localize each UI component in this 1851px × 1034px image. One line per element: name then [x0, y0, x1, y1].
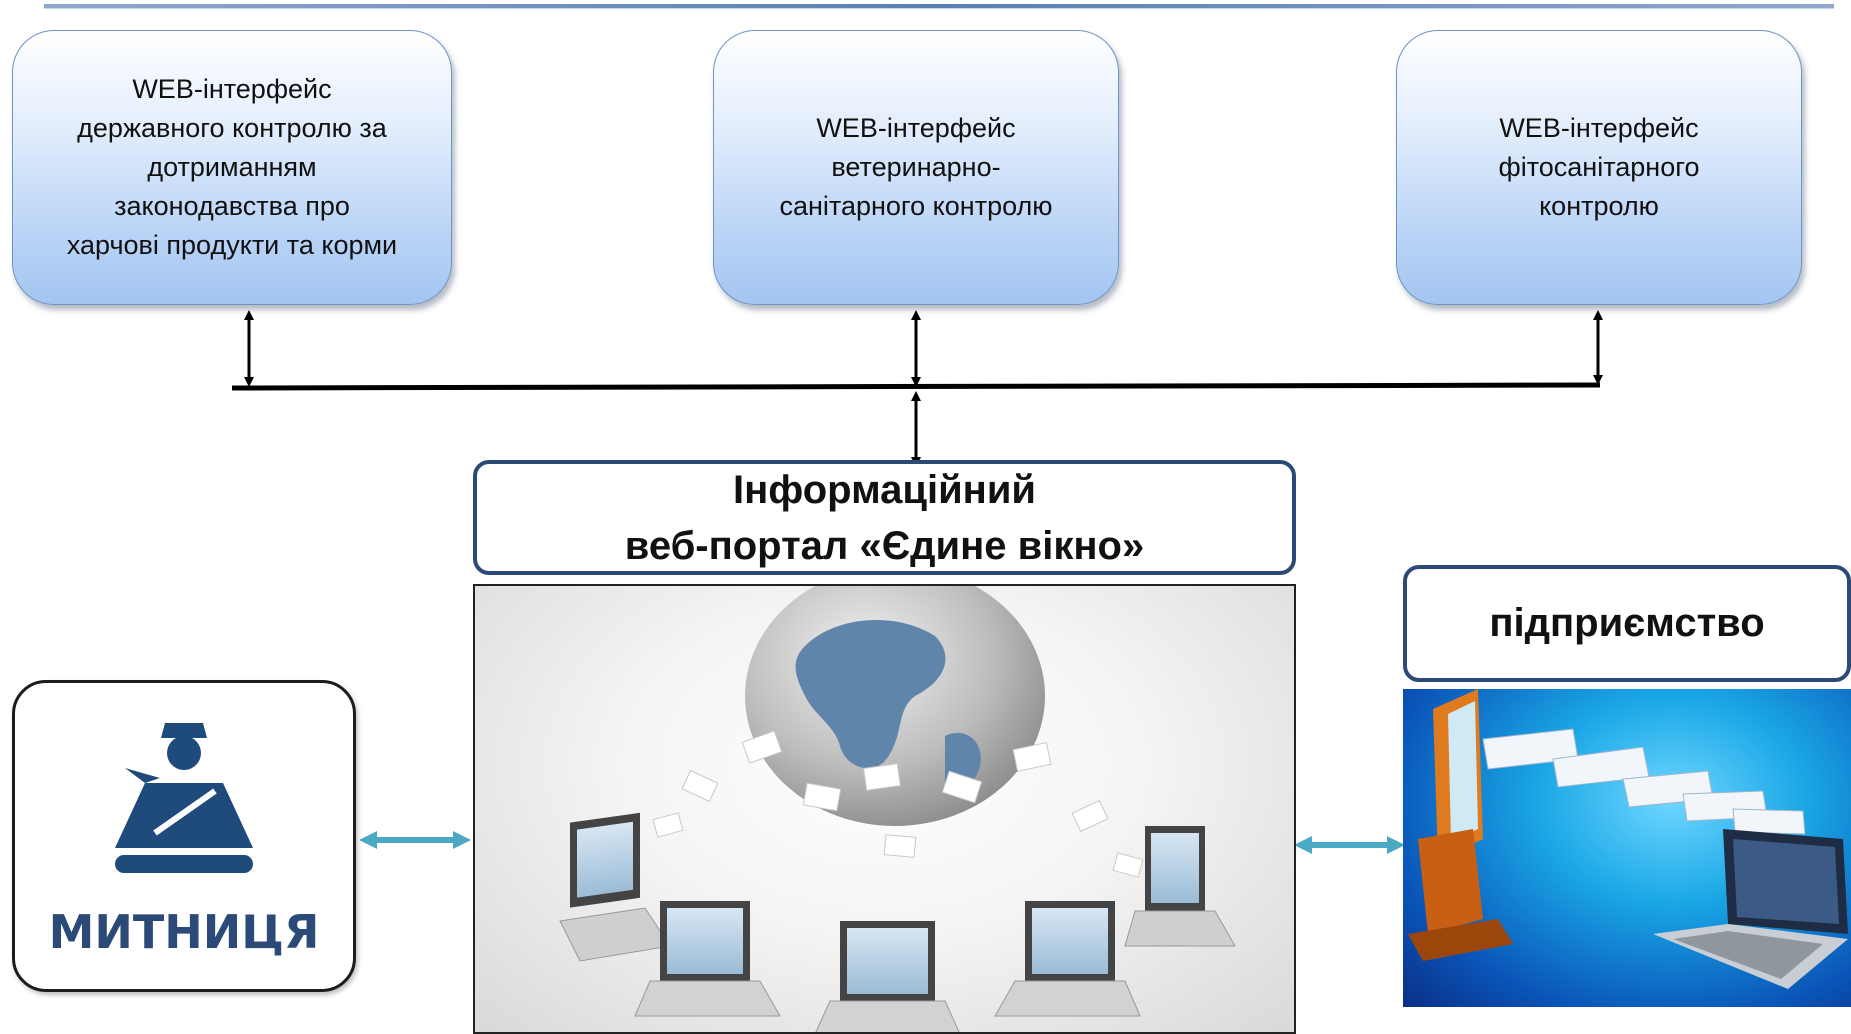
- laptop-icon-2: [634, 901, 781, 1017]
- customs-officer-icon: [115, 723, 253, 873]
- laptop-icon-3: [815, 921, 960, 1032]
- enterprise-title-box: підприємство: [1403, 565, 1851, 682]
- enterprise-label: підприємство: [1489, 601, 1765, 645]
- web-interface-veterinary-control-label: WEB-інтерфейс ветеринарно- санітарного к…: [779, 113, 1053, 221]
- top-rule: [44, 4, 1834, 9]
- enterprise-data-transfer-illustration: [1403, 689, 1851, 1007]
- laptop-icon: [1653, 829, 1848, 989]
- laptop-icon-5: [1124, 826, 1236, 947]
- laptop-icon-1: [559, 812, 671, 962]
- web-interface-phytosanitary-control-box: WEB-інтерфейс фітосанітарного контролю: [1396, 30, 1802, 305]
- laptop-icon-4: [994, 901, 1141, 1017]
- web-interface-veterinary-control-box: WEB-інтерфейс ветеринарно- санітарного к…: [713, 30, 1119, 305]
- web-interface-phytosanitary-control-label: WEB-інтерфейс фітосанітарного контролю: [1498, 113, 1700, 221]
- monitor-icon: [1408, 689, 1513, 961]
- customs-label: МИТНИЦЯ: [48, 905, 320, 959]
- papers-icon: [652, 730, 1144, 878]
- portal-title-line-1: Інформаційний: [732, 467, 1037, 512]
- globe-icon: [745, 586, 1045, 826]
- portal-title-box: Інформаційний веб-портал «Єдине вікно»: [473, 460, 1296, 575]
- portal-title-line-2: веб-портал «Єдине вікно»: [624, 523, 1145, 568]
- flying-documents-icon: [1482, 728, 1806, 835]
- bus-line: [231, 382, 1601, 391]
- web-interface-food-control-box: WEB-інтерфейс державного контролю за дот…: [12, 30, 452, 305]
- web-interface-food-control-label: WEB-інтерфейс державного контролю за дот…: [66, 74, 398, 260]
- customs-box: МИТНИЦЯ: [12, 680, 356, 992]
- portal-network-illustration: [473, 584, 1296, 1034]
